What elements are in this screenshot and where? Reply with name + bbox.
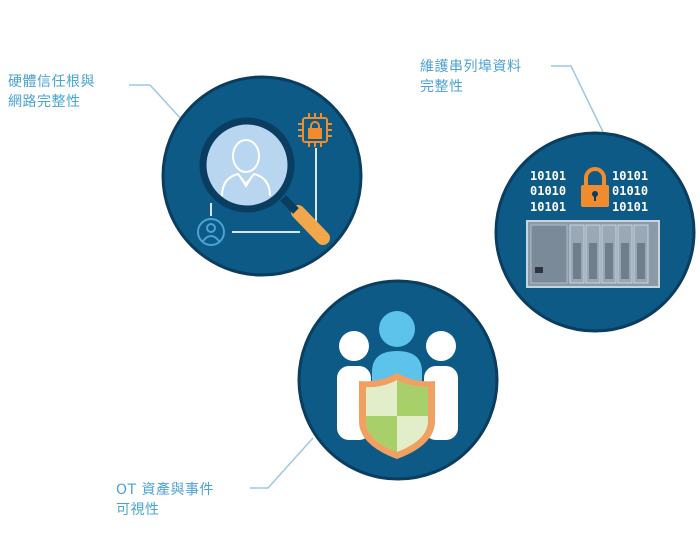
binary-right-2: 10101 [612,200,648,214]
ot-assets-node [297,279,499,481]
padlock-icon [581,167,609,207]
label-hardware-network-line2: 網路完整性 [8,94,81,110]
shield-icon [359,373,435,459]
binary-right: 10101 01010 10101 [612,169,648,214]
label-serial-port-line1: 維護串列埠資料 [420,59,522,75]
binary-left: 10101 01010 10101 [530,169,566,214]
frame-lines [210,148,317,233]
label-ot-assets: OT 資產與事件 可視性 [116,480,214,520]
label-serial-port-line2: 完整性 [420,79,464,95]
connector-hardware [129,84,184,122]
label-ot-assets-line2: 可視性 [116,502,160,518]
binary-left-2: 10101 [530,200,566,214]
label-serial-port: 維護串列埠資料 完整性 [420,57,522,97]
label-ot-assets-line1: OT 資產與事件 [116,482,215,498]
binary-left-1: 01010 [530,184,566,198]
plc-rack-icon [526,220,660,288]
label-hardware-network-line1: 硬體信任根與 [8,74,95,90]
serial-port-node: 10101 01010 10101 10101 01010 10101 [494,131,696,333]
user-circle-icon [197,218,225,246]
binary-right-0: 10101 [612,169,648,183]
user-icon [221,139,271,197]
binary-left-0: 10101 [530,169,566,183]
chip-lock-icon [298,113,332,147]
connector-serial [551,65,604,133]
label-hardware-network: 硬體信任根與 網路完整性 [8,72,95,112]
binary-right-1: 01010 [612,184,648,198]
connector-ot [250,437,314,489]
hardware-network-node [161,75,363,277]
